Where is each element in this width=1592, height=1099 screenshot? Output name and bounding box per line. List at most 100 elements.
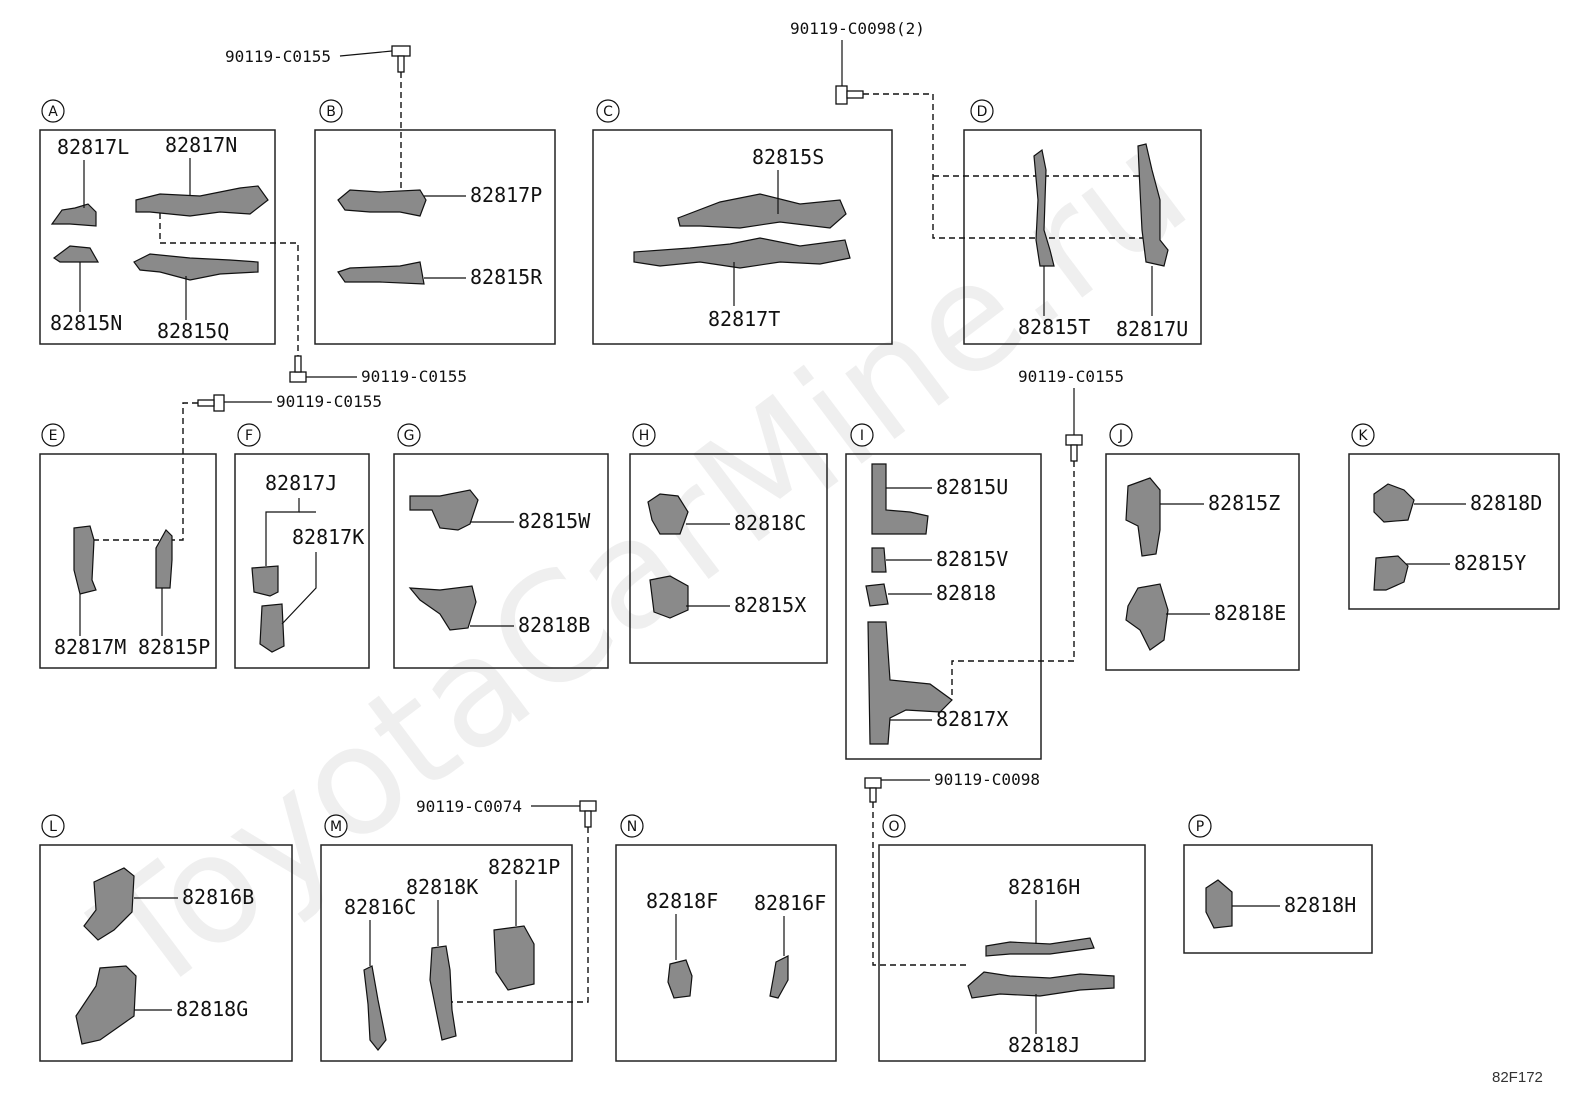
part-82816c-icon bbox=[363, 965, 387, 1051]
part-number: 82817L bbox=[57, 135, 129, 159]
part-number: 82818D bbox=[1470, 491, 1542, 515]
part-82817p-icon bbox=[337, 189, 427, 217]
section-box-g bbox=[393, 453, 609, 669]
part-number: 82815W bbox=[518, 509, 591, 533]
part-82818f-icon bbox=[667, 959, 693, 999]
section-box-h bbox=[629, 453, 828, 664]
svg-text:N: N bbox=[627, 819, 637, 835]
section-label-b: B bbox=[319, 99, 343, 123]
section-box-a bbox=[39, 129, 276, 345]
part-82818h-icon bbox=[1205, 879, 1233, 929]
part-number: 82818B bbox=[518, 613, 590, 637]
part-82815x-icon bbox=[649, 575, 689, 619]
section-box-b bbox=[314, 129, 556, 345]
part-82818g-icon bbox=[75, 965, 137, 1045]
part-82818b-icon bbox=[408, 585, 477, 631]
svg-text:B: B bbox=[326, 104, 336, 120]
part-82818j-icon bbox=[967, 971, 1115, 999]
part-82815v-icon bbox=[871, 547, 887, 573]
part-number: 82815R bbox=[470, 265, 543, 289]
section-label-e: E bbox=[41, 423, 65, 447]
part-82815t-icon bbox=[1033, 148, 1055, 267]
part-number: 82817U bbox=[1116, 317, 1188, 341]
part-82817x-icon bbox=[867, 621, 953, 745]
part-82817n-icon bbox=[135, 185, 269, 217]
svg-text:K: K bbox=[1358, 428, 1368, 444]
part-number: 82816F bbox=[754, 891, 826, 915]
section-label-f: F bbox=[237, 423, 261, 447]
part-82816f-icon bbox=[769, 955, 789, 999]
section-label-g: G bbox=[397, 423, 421, 447]
part-number: 82818E bbox=[1214, 601, 1286, 625]
part-82815y-icon bbox=[1373, 555, 1409, 591]
svg-text:C: C bbox=[603, 104, 613, 120]
connection-line bbox=[159, 213, 299, 356]
section-label-n: N bbox=[620, 814, 644, 838]
section-label-c: C bbox=[596, 99, 620, 123]
part-number: 82817T bbox=[708, 307, 780, 331]
part-number: 82818G bbox=[176, 997, 248, 1021]
part-number: 82816H bbox=[1008, 875, 1080, 899]
part-82818d-icon bbox=[1373, 483, 1415, 523]
part-number: 82817N bbox=[165, 133, 237, 157]
part-number: 82818F bbox=[646, 889, 718, 913]
part-number: 82815P bbox=[138, 635, 210, 659]
bolt-label: 90119-C0155 bbox=[276, 392, 382, 411]
part-number: 82817X bbox=[936, 707, 1008, 731]
svg-text:J: J bbox=[1118, 428, 1123, 444]
bolt-label: 90119-C0155 bbox=[1018, 367, 1124, 386]
section-box-d bbox=[963, 129, 1202, 345]
bolt-icon bbox=[864, 777, 882, 803]
section-box-i bbox=[845, 453, 1042, 760]
svg-text:I: I bbox=[860, 428, 864, 444]
section-box-n bbox=[615, 844, 837, 1062]
part-number: 82816C bbox=[344, 895, 416, 919]
svg-text:L: L bbox=[49, 819, 57, 835]
svg-text:D: D bbox=[977, 104, 988, 120]
bolt-icon bbox=[579, 800, 597, 828]
part-82815p-icon bbox=[155, 529, 173, 589]
part-number: 82815Q bbox=[157, 319, 229, 343]
svg-text:M: M bbox=[330, 819, 342, 835]
part-82815q-icon bbox=[133, 253, 259, 281]
section-label-l: L bbox=[41, 814, 65, 838]
part-82815s-icon bbox=[677, 193, 847, 229]
svg-text:H: H bbox=[639, 428, 650, 444]
svg-text:E: E bbox=[49, 428, 58, 444]
part-number: 82815Y bbox=[1454, 551, 1526, 575]
connection-line bbox=[872, 802, 968, 966]
part-number: 82818C bbox=[734, 511, 806, 535]
part-82818k-icon bbox=[429, 945, 457, 1041]
part-number: 82818 bbox=[936, 581, 996, 605]
section-box-f bbox=[234, 453, 370, 669]
part-82816h-icon bbox=[985, 937, 1095, 957]
part-82817l-icon bbox=[50, 203, 97, 227]
section-label-d: D bbox=[970, 99, 994, 123]
part-82817u-icon bbox=[1137, 143, 1169, 267]
part-82821p-icon bbox=[493, 925, 535, 991]
svg-text:A: A bbox=[48, 104, 58, 120]
bolt-icon bbox=[289, 355, 307, 383]
part-number: 82815U bbox=[936, 475, 1008, 499]
bolt-label: 90119-C0074 bbox=[416, 797, 522, 816]
part-82815w-icon bbox=[409, 489, 479, 531]
section-label-m: M bbox=[324, 814, 348, 838]
section-box-c bbox=[592, 129, 893, 345]
part-82816b-icon bbox=[83, 867, 135, 941]
part-82815z-icon bbox=[1125, 477, 1161, 557]
part-82818c-icon bbox=[647, 493, 689, 535]
part-number: 82815Z bbox=[1208, 491, 1280, 515]
section-label-i: I bbox=[850, 423, 874, 447]
part-number: 82815V bbox=[936, 547, 1008, 571]
section-label-p: P bbox=[1188, 814, 1212, 838]
part-number: 82815X bbox=[734, 593, 806, 617]
connection-line bbox=[951, 461, 1075, 695]
section-box-l bbox=[39, 844, 293, 1062]
section-box-e bbox=[39, 453, 217, 669]
bolt-label: 90119-C0098(2) bbox=[790, 19, 925, 38]
svg-text:O: O bbox=[888, 819, 899, 835]
section-box-k bbox=[1348, 453, 1560, 610]
section-box-m bbox=[320, 844, 573, 1062]
diagram-code: 82F172 bbox=[1492, 1069, 1543, 1086]
section-box-p bbox=[1183, 844, 1373, 954]
